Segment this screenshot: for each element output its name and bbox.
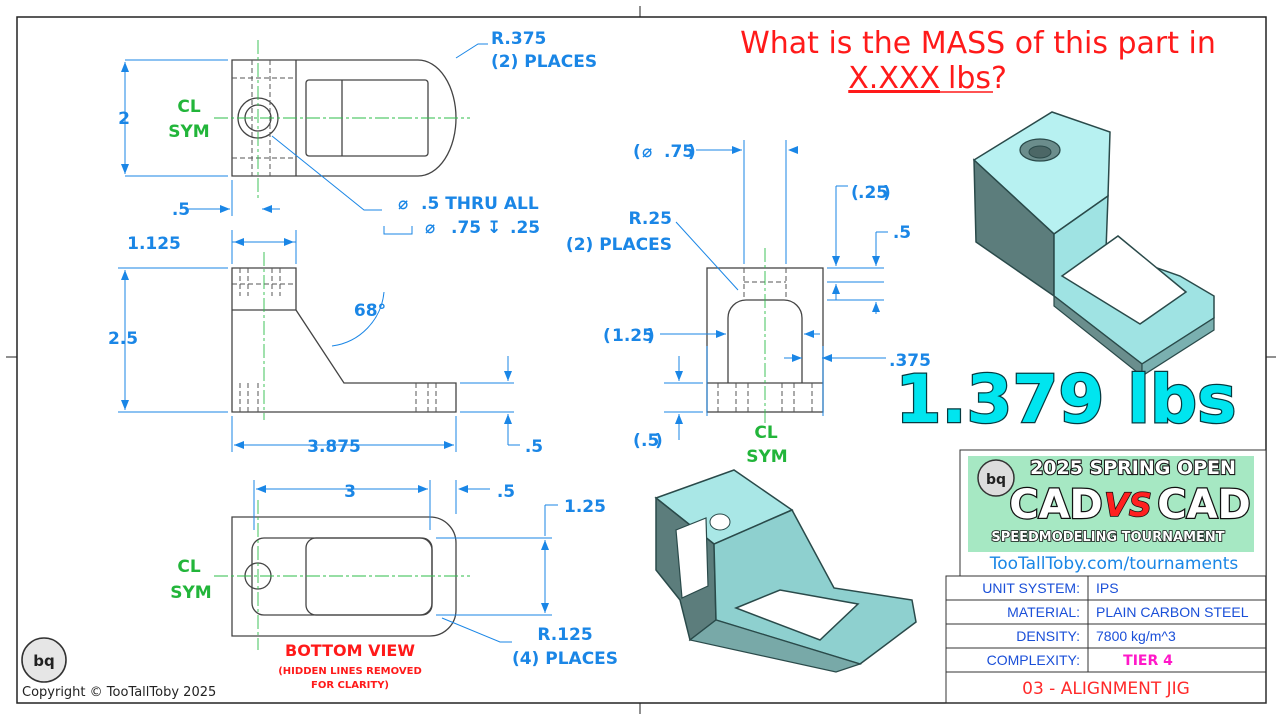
svg-text:): ) <box>688 142 696 162</box>
hole-thru-note: .5 THRU ALL <box>421 194 539 214</box>
side-bottom-dim: .5 <box>641 431 659 451</box>
top-radius-note: R.375 <box>491 29 546 49</box>
front-width-dim: 1.125 <box>127 234 181 254</box>
banner-logo <box>977 459 1015 497</box>
iso-view-lower <box>654 469 917 673</box>
sheet-border <box>16 16 1267 704</box>
complexity-value: TIER 4 <box>1123 653 1173 669</box>
bottom-sym-cl: CL <box>177 557 200 577</box>
side-depth-dim: .5 <box>893 223 911 243</box>
svg-text:(: ( <box>633 431 641 451</box>
bottom-view-outline <box>231 516 457 637</box>
bottom-width-dim: 1.25 <box>564 497 606 517</box>
side-dia-paren-l: ( <box>633 142 641 162</box>
bottom-view-label: BOTTOM VIEW <box>285 641 415 660</box>
part-name: 03 - ALIGNMENT JIG <box>1022 679 1190 699</box>
question-suffix: lbs? <box>948 61 1007 96</box>
depth-symbol: ↧ <box>487 218 501 238</box>
iso-view-upper <box>972 111 1215 378</box>
svg-text:bq: bq <box>33 652 54 670</box>
bottom-view: 3 .5 1.25 CL SYM R.125 (4) PLACES BOTTOM… <box>170 480 618 691</box>
banner-cad-left: CAD <box>1009 482 1103 528</box>
front-height-dim: 2.5 <box>108 329 138 349</box>
tootalltoby-logo-icon <box>21 637 67 683</box>
bottom-view-note-2: FOR CLARITY) <box>311 680 389 691</box>
top-view: 2 CL SYM .5 R.375 (2) PLACES ⌀ .5 THRU A… <box>118 29 597 238</box>
front-view: 1.125 2.5 68° 3.875 .5 <box>108 230 543 457</box>
svg-text:(: ( <box>851 183 859 203</box>
banner-url[interactable]: TooTallToby.com/tournaments <box>989 554 1239 574</box>
tournament-banner: bq 2025 SPRING OPEN CAD VS CAD SPEEDMODE… <box>959 449 1267 577</box>
top-offset-dim: .5 <box>172 200 190 220</box>
bottom-sym-label: SYM <box>170 583 211 603</box>
svg-text:): ) <box>655 431 663 451</box>
cbore-dia: .75 <box>451 218 481 238</box>
question-line1: What is the MASS of this part in <box>740 26 1216 61</box>
bottom-radius-note: R.125 <box>537 625 592 645</box>
density-value: 7800 kg/m^3 <box>1096 628 1176 644</box>
svg-text:(: ( <box>603 326 611 346</box>
top-sym-label: SYM <box>168 122 209 142</box>
front-base-dim: .5 <box>525 437 543 457</box>
svg-text:): ) <box>647 326 655 346</box>
side-width-dim: 1.25 <box>612 326 654 346</box>
copyright: Copyright © TooTallToby 2025 <box>22 685 216 700</box>
density-label: DENSITY: <box>1016 628 1080 644</box>
banner-vs: VS <box>1104 486 1152 524</box>
bottom-view-pocket <box>251 537 433 616</box>
bottom-length-dim: 3 <box>344 482 356 502</box>
bottom-offset-dim: .5 <box>497 482 515 502</box>
top-sym-cl: CL <box>177 97 200 117</box>
svg-text:): ) <box>883 183 891 203</box>
answer-value: 1.379 lbs <box>896 361 1237 438</box>
bottom-radius-places: (4) PLACES <box>512 649 618 669</box>
top-radius-places: (2) PLACES <box>491 52 597 72</box>
top-view-outline <box>231 59 457 177</box>
side-wall-dim: .375 <box>889 351 931 371</box>
front-length-dim: 3.875 <box>307 437 361 457</box>
unit-system-value: IPS <box>1096 580 1119 596</box>
banner-subtitle: SPEEDMODELING TOURNAMENT <box>991 530 1224 545</box>
cbore-depth: .25 <box>510 218 540 238</box>
svg-text:bq: bq <box>986 472 1006 488</box>
side-sym-cl: CL <box>754 423 777 443</box>
side-dia-dim: .75 <box>664 142 694 162</box>
diameter-symbol-2: ⌀ <box>425 218 435 238</box>
side-view: ( ⌀ .75 ) R.25 (2) PLACES ( 1.25 ) ( .25… <box>566 140 931 467</box>
question-placeholder: X.XXX <box>848 61 940 96</box>
material-value: PLAIN CARBON STEEL <box>1096 604 1249 620</box>
side-step-dim: .25 <box>858 183 888 203</box>
side-radius-note: R.25 <box>628 209 672 229</box>
banner-background <box>968 456 1254 552</box>
banner-cad-right: CAD <box>1157 482 1251 528</box>
diameter-symbol-1: ⌀ <box>398 194 408 214</box>
top-height-dim: 2 <box>118 109 130 129</box>
bottom-view-note-1: (HIDDEN LINES REMOVED <box>278 666 422 677</box>
side-radius-places: (2) PLACES <box>566 235 672 255</box>
material-label: MATERIAL: <box>1007 604 1080 620</box>
unit-system-label: UNIT SYSTEM: <box>982 580 1080 596</box>
complexity-label: COMPLEXITY: <box>987 652 1080 668</box>
diameter-symbol-3: ⌀ <box>642 142 652 162</box>
title-block: UNIT SYSTEM: IPS MATERIAL: PLAIN CARBON … <box>945 575 1267 704</box>
banner-event: 2025 SPRING OPEN <box>1030 457 1236 479</box>
front-view-outline <box>231 267 457 413</box>
front-angle-dim: 68° <box>354 301 386 321</box>
side-sym-label: SYM <box>746 447 787 467</box>
